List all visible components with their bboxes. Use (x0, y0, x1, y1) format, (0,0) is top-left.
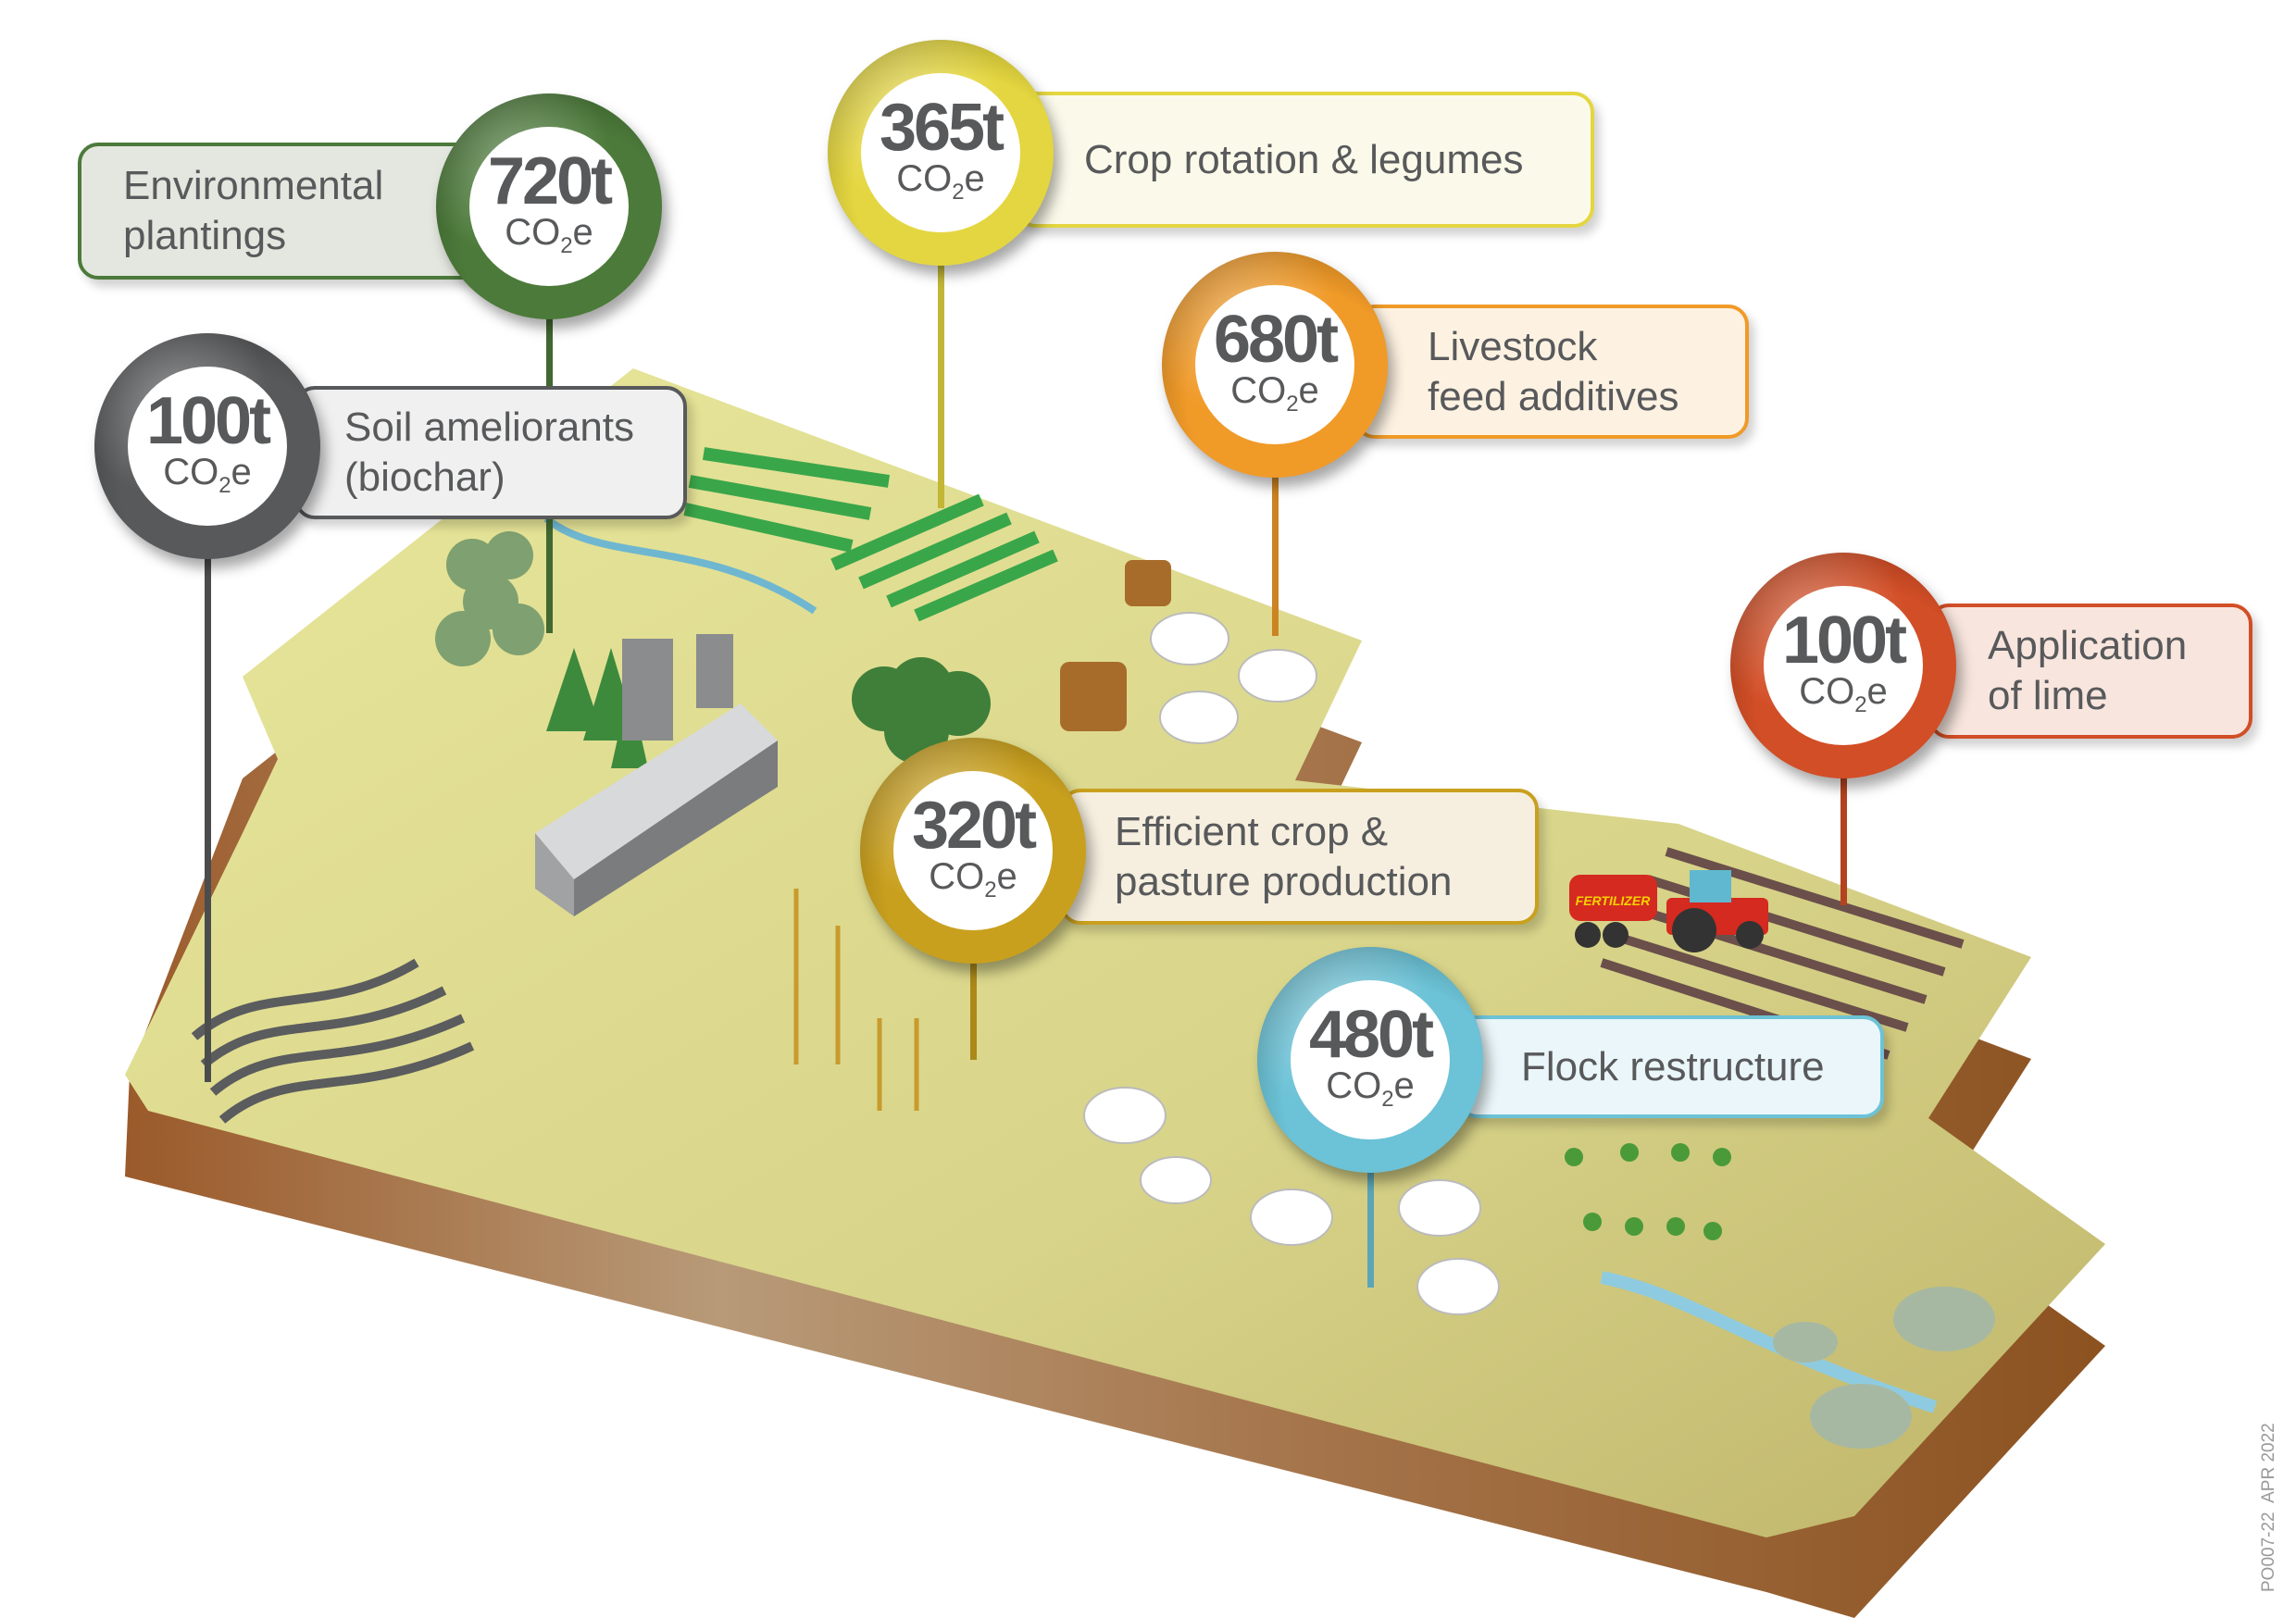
wheat (793, 889, 919, 1111)
flock-restructure-label-box: Flock restructure (1457, 1015, 1884, 1118)
co2e-amount: 100t (1781, 603, 1907, 678)
marker-stem (1272, 365, 1279, 636)
badge-center: 720t CO2e (469, 127, 629, 286)
label-line: Livestock (1428, 323, 1598, 369)
unit-prefix: CO (163, 451, 219, 492)
unit-suffix: e (231, 451, 252, 492)
flock-restructure-badge: 480t CO2e (1257, 947, 1483, 1173)
label-line: of lime (1988, 673, 2108, 718)
unit-subscript: 2 (218, 472, 231, 498)
co2e-unit: CO2e (1230, 372, 1319, 423)
label-line: (biochar) (344, 454, 505, 500)
label-line: Flock restructure (1521, 1043, 1825, 1089)
creek (543, 515, 817, 615)
efficient-crop-pasture-label-box: Efficient crop &pasture production (1060, 789, 1539, 925)
document-code: PO007-22 APR 2022 (2259, 1423, 2278, 1592)
unit-prefix: CO (1230, 369, 1287, 411)
badge-center: 100t CO2e (1764, 586, 1923, 745)
marker-stem (1841, 666, 1847, 905)
co2e-amount: 480t (1308, 997, 1434, 1072)
badge-center: 320t CO2e (893, 771, 1053, 930)
farm-shed-and-silos (535, 634, 778, 916)
crop-rotation-label-box: Crop rotation & legumes (1016, 92, 1594, 228)
co2e-unit: CO2e (896, 160, 985, 211)
environmental-plantings-badge: 720t CO2e (436, 93, 662, 319)
co2e-unit: CO2e (1799, 673, 1888, 724)
label-line: Crop rotation & legumes (1084, 136, 1524, 182)
unit-subscript: 2 (1854, 691, 1867, 717)
crop-rotation-badge: 365t CO2e (828, 40, 1054, 266)
co2e-unit: CO2e (929, 858, 1017, 909)
unit-suffix: e (1866, 670, 1888, 712)
badge-center: 100t CO2e (128, 367, 287, 526)
application-of-lime-label-box: Application of lime (1928, 604, 2252, 739)
feed-sacks (1060, 560, 1171, 731)
soil-ameliorants-badge: 100t CO2e (94, 333, 320, 559)
label-line: feed additives (1428, 373, 1679, 419)
efficient-crop-pasture-badge: 320t CO2e (860, 738, 1086, 964)
co2e-amount: 320t (911, 788, 1037, 863)
unit-prefix: CO (896, 157, 953, 199)
unit-prefix: CO (929, 855, 985, 897)
badge-center: 365t CO2e (861, 73, 1020, 232)
badge-center: 480t CO2e (1291, 980, 1450, 1139)
co2e-unit: CO2e (163, 454, 252, 504)
land-top (125, 368, 2105, 1537)
tractor-label: FERTILIZER (1576, 893, 1652, 908)
unit-suffix: e (1393, 1064, 1415, 1106)
shrubs (1773, 1287, 1995, 1449)
unit-suffix: e (572, 211, 593, 253)
co2e-unit: CO2e (1326, 1067, 1415, 1118)
biochar-waves (191, 958, 475, 1124)
marker-stem (1367, 1060, 1374, 1288)
label-line: Environmental (123, 163, 384, 208)
application-of-lime-badge: 100t CO2e (1730, 553, 1956, 778)
unit-suffix: e (996, 855, 1017, 897)
unit-subscript: 2 (984, 877, 997, 902)
unit-prefix: CO (505, 211, 561, 253)
co2e-amount: 100t (145, 383, 271, 458)
fertilizer-tractor: FERTILIZER (1569, 870, 1768, 952)
co2e-amount: 680t (1213, 302, 1339, 377)
co2e-unit: CO2e (505, 214, 593, 265)
co2e-amount: 365t (879, 90, 1004, 165)
marker-stem (205, 446, 211, 1082)
unit-subscript: 2 (560, 232, 573, 258)
label-line: Efficient crop & (1115, 808, 1389, 854)
unit-prefix: CO (1799, 670, 1855, 712)
badge-center: 680t CO2e (1195, 285, 1354, 444)
unit-suffix: e (1298, 369, 1319, 411)
unit-subscript: 2 (1381, 1086, 1394, 1112)
soil-ameliorants-label-box: Soil ameliorants(biochar) (294, 386, 687, 519)
label-line: pasture production (1115, 858, 1453, 904)
unit-suffix: e (964, 157, 985, 199)
livestock-feed-badge: 680t CO2e (1162, 252, 1388, 478)
co2e-amount: 720t (487, 143, 613, 218)
seedlings (1565, 1143, 1731, 1240)
marker-stem (938, 153, 944, 508)
crop-field-stripes (683, 447, 1058, 622)
unit-subscript: 2 (1286, 391, 1299, 417)
label-line: Soil ameliorants (344, 404, 635, 450)
environmental-plantings-label-box: Environmental plantings (78, 143, 504, 280)
label-line: plantings (123, 213, 287, 258)
label-line: Application (1988, 623, 2188, 668)
sheep (1083, 612, 1500, 1315)
unit-subscript: 2 (952, 179, 965, 205)
unit-prefix: CO (1326, 1064, 1382, 1106)
